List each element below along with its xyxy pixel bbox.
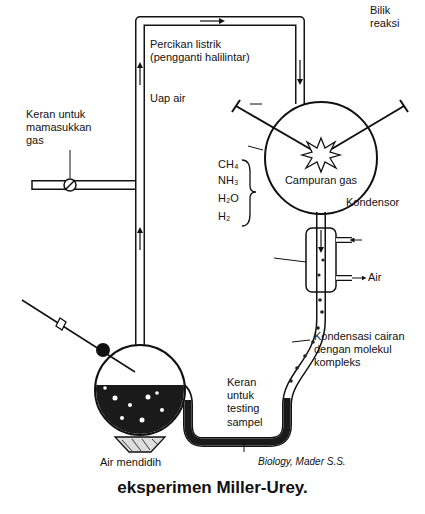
gas-formula: H₂O bbox=[218, 192, 258, 205]
vapor-label: Uap air bbox=[150, 92, 210, 105]
source-credit: Biology, Mader S.S. bbox=[258, 456, 378, 468]
water-label: Air bbox=[368, 271, 398, 284]
spark-label: Percikan listrik (pengganti halilintar) bbox=[150, 38, 270, 64]
condenser-label: Kondensor bbox=[346, 196, 416, 209]
sample-valve-label: Keran untuk testing sampel bbox=[227, 376, 283, 429]
gas-formula: CH₄ bbox=[218, 158, 258, 171]
boiling-water-label: Air mendidih bbox=[100, 456, 190, 469]
gas-formula: H₂ bbox=[218, 210, 258, 223]
figure-caption: eksperimen Miller-Urey. bbox=[0, 478, 425, 498]
condensate-label: Kondensasi cairan dengan molekul komplek… bbox=[314, 330, 419, 370]
gas-valve-label: Keran untuk mamasukkan gas bbox=[26, 108, 112, 148]
chamber-name: Bilik reaksi bbox=[370, 4, 420, 30]
chamber-label: Campuran gas bbox=[263, 174, 379, 186]
gas-formula: NH₃ bbox=[218, 174, 258, 187]
